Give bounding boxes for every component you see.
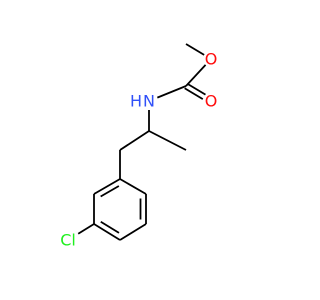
bond-c-ring3-c-ring4-inner	[100, 220, 120, 234]
atom-label-n-amide-hydrogen: H	[130, 92, 142, 111]
atom-label-o-carbonyl: O	[205, 92, 218, 111]
bond-o-ester-c-carbonyl	[185, 64, 207, 87]
bond-c-ring1-c-ring2-inner	[100, 185, 120, 198]
bond-c-carbonyl-o-carbonyl-b	[186, 82, 206, 96]
atom-labels-layer: O O NH Cl	[60, 50, 217, 250]
bonds-layer	[77, 43, 207, 241]
molecule-diagram: O O NH Cl	[60, 43, 217, 250]
atom-label-cl: Cl	[60, 231, 76, 250]
bond-c-ring3-cl	[77, 223, 95, 235]
atom-label-n-amide: N	[143, 92, 155, 111]
bond-c-methyl-o-ester	[185, 43, 205, 56]
atom-label-o-ester: O	[205, 50, 218, 69]
bond-c-carbonyl-n-amide	[157, 85, 187, 99]
bond-c-ring6-c-ring1	[119, 178, 147, 195]
bond-c-ring3-c-ring4	[93, 223, 121, 241]
bond-c-chiral-c-methyl2	[148, 130, 187, 151]
bond-c-ring4-c-ring5	[119, 223, 147, 241]
bond-c-chiral-c-methylene	[119, 130, 150, 151]
bond-c-ring1-c-ring2	[93, 178, 121, 195]
bond-c-carbonyl-o-carbonyl-a	[184, 87, 204, 100]
